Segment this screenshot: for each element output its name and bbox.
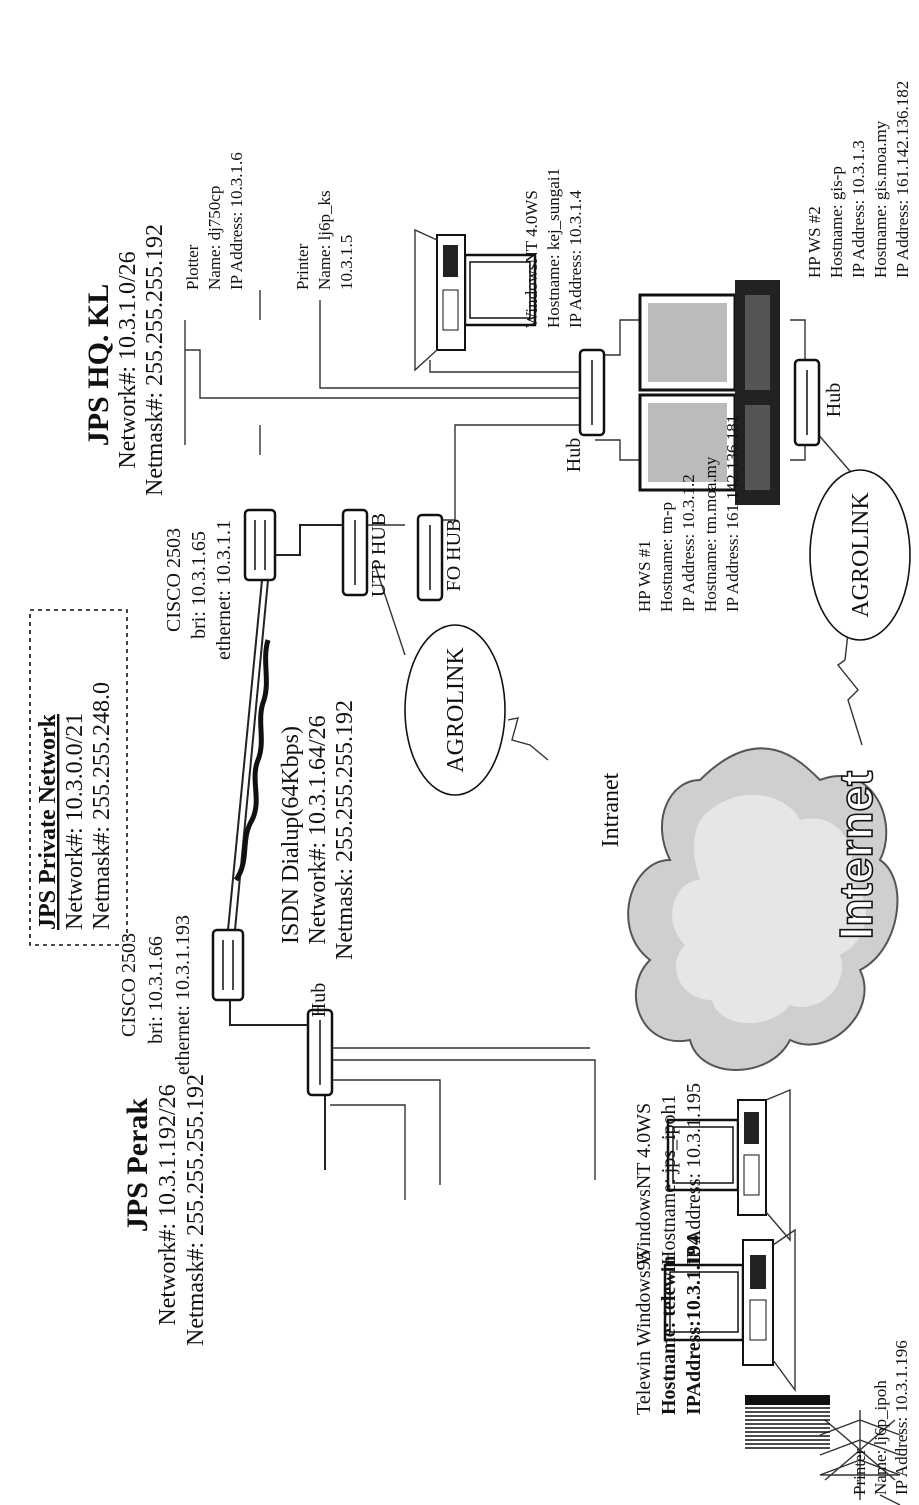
hp-ws1-line2: Hostname: tm-p — [657, 502, 676, 612]
hp-ws2-line3: IP Address: 10.3.1.3 — [849, 140, 868, 278]
ws-hq-computer-icon — [414, 228, 537, 372]
hp-ws1-line5: IP Address: 161.142.136.181 — [723, 415, 742, 612]
hp-ws2-line2: Hostname: gis-p — [827, 166, 846, 278]
plotter-line3: IP Address: 10.3.1.6 — [227, 152, 246, 290]
cisco-perak-router-icon — [211, 928, 245, 1002]
agrolink-2-label: AGROLINK — [848, 492, 874, 618]
jps-hq-netmask: Netmask#: 255.255.255.192 — [142, 224, 168, 496]
private-network-netmask: Netmask#: 255.255.248.0 — [89, 682, 115, 930]
plotter-line1: Plotter — [183, 244, 202, 290]
telewin-line3: IPAddress:10.3.1.194 — [683, 1235, 705, 1415]
isdn-title: ISDN Dialup(64Kbps) — [278, 726, 304, 944]
agrolink-2-ellipse — [809, 469, 911, 641]
ws-ipoh-line3: IP Address: 10.3.1.195 — [683, 1083, 705, 1265]
link-fo-to-hub — [440, 424, 590, 521]
isdn-network: Network#: 10.3.1.64/26 — [305, 715, 331, 944]
isdn-cable-icon — [233, 639, 271, 882]
ws-hq-line1: WindowsNT 4.0WS — [522, 190, 541, 328]
internet-cloud-icon — [627, 747, 899, 1071]
private-network-network: Network#: 10.3.0.0/21 — [62, 713, 88, 930]
cisco-hq-ethernet: ethernet: 10.3.1.1 — [213, 520, 235, 660]
radio-tower-icon — [819, 1410, 901, 1505]
cisco-perak-ethernet: ethernet: 10.3.1.193 — [172, 915, 194, 1075]
ws-hq-line2: Hostname: kej_sungai1 — [544, 168, 563, 328]
jps-perak-netmask: Netmask#: 255.255.255.192 — [183, 1074, 209, 1346]
isdn-netmask: Netmask: 255.255.255.192 — [332, 700, 358, 960]
printer-hq-line2: Name: lj6p_ks — [315, 190, 334, 290]
private-network-title: JPS Private Network — [35, 713, 61, 930]
printer-hq-line1: Printer — [293, 243, 312, 290]
fo-hub-label: FO HUB — [443, 519, 465, 592]
hq-hub-icon — [578, 348, 606, 437]
agrolink-1-ellipse — [404, 624, 506, 796]
hq-hub2-icon — [793, 358, 821, 447]
telewin-line1: Telewin Windows95 — [633, 1250, 655, 1415]
hp-ws1-line3: IP Address: 10.3.1.2 — [679, 474, 698, 612]
perak-hub-label: Hub — [308, 983, 330, 1017]
hp-ws1-line4: Hostname: tm.moa.my — [701, 456, 720, 612]
hp-ws2-line5: IP Address: 161.142.136.182 — [893, 81, 912, 278]
link-cisco-perak-to-hub — [229, 1000, 325, 1026]
hp-ws2-line4: Hostname: gis.moa.my — [871, 120, 890, 278]
ws-hq-line3: IP Address: 10.3.1.4 — [566, 190, 585, 328]
hp-ws1-line1: HP WS #1 — [635, 540, 654, 612]
cisco-hq-router-icon — [243, 508, 277, 582]
utp-hub-icon — [341, 508, 369, 597]
hp-ws1-computer-icon — [638, 380, 780, 505]
ws-ipoh-line2: Hostname: jps_ipoh1 — [658, 1094, 680, 1265]
perak-hub-icon — [306, 1008, 334, 1097]
jps-hq-network: Network#: 10.3.1.0/26 — [115, 251, 141, 468]
jps-hq-title: JPS HQ. KL — [82, 284, 115, 447]
hq-hub2-label: Hub — [823, 383, 845, 417]
printer-ipoh-line2: Name: lj6p_ipoh — [871, 1380, 890, 1495]
cisco-hq-name: CISCO 2503 — [163, 528, 185, 632]
telewin-line2: Hostname: telewin — [658, 1256, 680, 1415]
hp-ws2-line1: HP WS #2 — [805, 206, 824, 278]
cisco-hq-bri: bri: 10.3.1.65 — [188, 531, 210, 639]
cisco-perak-bri: bri: 10.3.1.66 — [145, 936, 167, 1044]
printer-ipoh-line3: IP Address: 10.3.1.196 — [892, 1340, 911, 1495]
hq-bus-plotter — [185, 349, 590, 399]
intranet-label: Intranet — [598, 772, 624, 847]
printer-hq-line3: 10.3.1.5 — [337, 235, 356, 290]
jps-perak-network: Network#: 10.3.1.192/26 — [155, 1084, 181, 1325]
printer-ipoh-line1: Printer — [850, 1448, 869, 1495]
internet-label: Internet — [830, 771, 882, 940]
private-network-box — [29, 609, 128, 946]
link-cisco-hq-to-utp — [265, 524, 345, 556]
isdn-link — [227, 579, 263, 931]
fo-hub-icon — [416, 513, 444, 602]
agrolink-1-label: AGROLINK — [443, 647, 469, 773]
hp-ws2-computer-icon — [638, 280, 780, 405]
utp-hub-label: UTP HUB — [368, 513, 390, 597]
cisco-perak-name: CISCO 2503 — [118, 933, 140, 1037]
modem-rack-icon — [745, 1395, 830, 1449]
jps-perak-title: JPS Perak — [121, 1098, 154, 1232]
plotter-line2: Name: dj750cp — [205, 186, 224, 290]
telewin-computer-icon — [663, 1228, 796, 1393]
hq-hub-label: Hub — [563, 438, 585, 472]
ws-ipoh-line1: WindowsNT 4.0WS — [633, 1103, 655, 1265]
ws-ipoh-computer-icon — [666, 1088, 791, 1242]
